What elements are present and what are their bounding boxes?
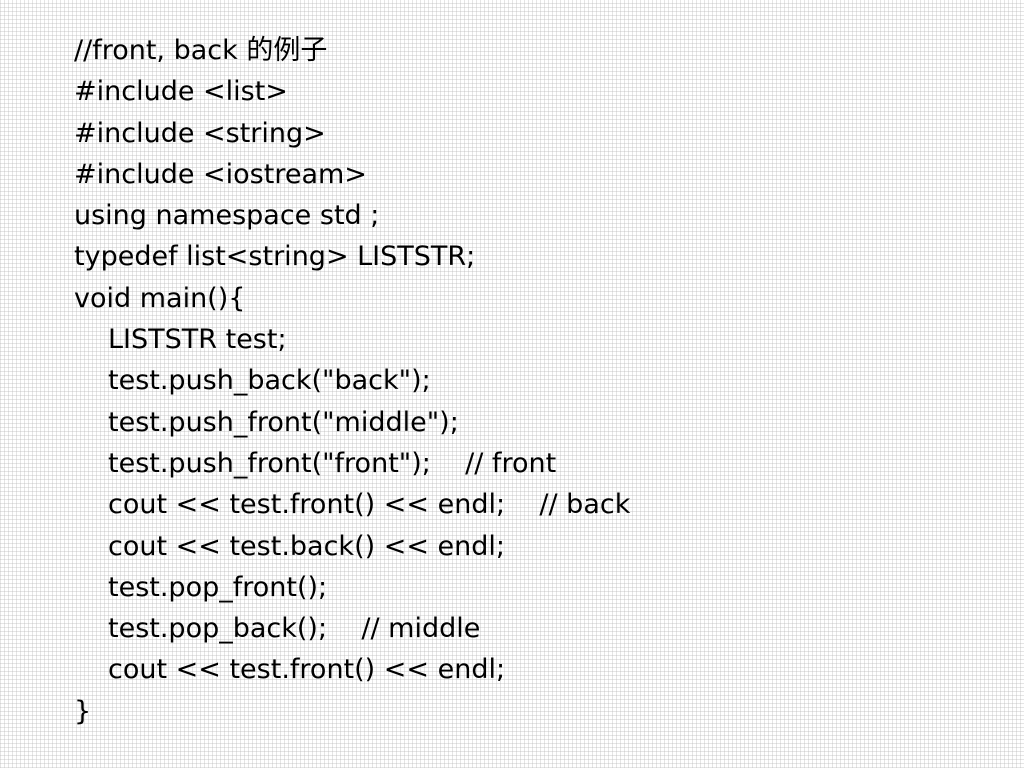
code-line-push-back: test.push_back("back"); [108, 365, 431, 397]
code-line-using-namespace: using namespace std ; [74, 200, 380, 232]
code-line-declare-test: LISTSTR test; [108, 324, 287, 356]
code-line-comment: //front, back 的例子 [74, 35, 328, 66]
code-line-typedef: typedef list<string> LISTSTR; [74, 241, 476, 273]
code-line-cout-back: cout << test.back() << endl; [108, 530, 506, 562]
code-line-main-open: void main(){ [74, 282, 246, 314]
code-line-include-iostream: #include <iostream> [74, 158, 367, 190]
code-line-push-front-front: test.push_front("front"); // front [108, 447, 557, 479]
code-line-push-front-middle: test.push_front("middle"); [108, 406, 459, 438]
code-line-pop-front: test.pop_front(); [108, 571, 328, 603]
code-line-include-string: #include <string> [74, 117, 326, 149]
code-line-include-list: #include <list> [74, 76, 288, 108]
code-line-main-close: } [74, 695, 92, 727]
code-line-cout-front-final: cout << test.front() << endl; [108, 654, 506, 686]
code-line-cout-front: cout << test.front() << endl; // back [108, 489, 631, 521]
code-line-pop-back: test.pop_back(); // middle [108, 613, 481, 645]
code-block: //front, back 的例子 #include <list> #inclu… [74, 30, 974, 732]
